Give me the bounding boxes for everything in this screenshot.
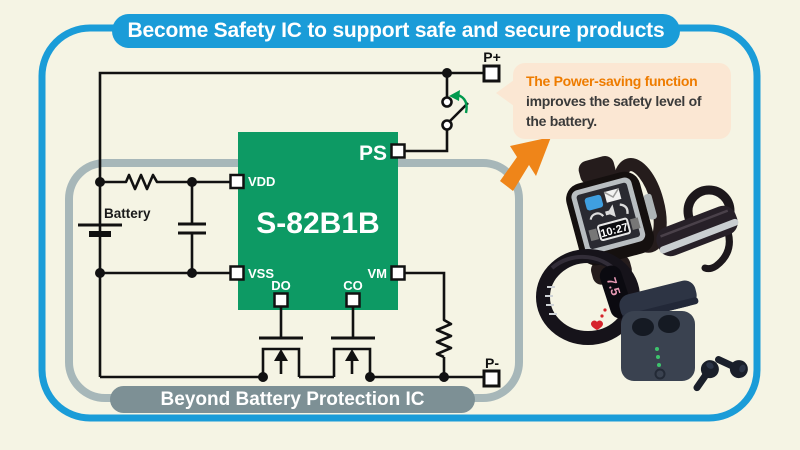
header-banner: Become Safety IC to support safe and sec… [112,14,680,48]
callout-line2: improves the safety level of [526,93,702,109]
pin-label-ps: PS [359,142,387,165]
speaker-icon [605,204,616,217]
p-plus-label: P+ [483,49,501,65]
vdd-pin [229,173,245,190]
capacitor [178,222,206,235]
fitness-band-reading: 7.5 [604,276,624,298]
mail-icon [603,187,622,203]
switch-direction-arrow-icon [449,90,468,114]
junction-dots [95,68,452,382]
header-title: Become Safety IC to support safe and sec… [127,19,665,42]
vss-pin [229,265,245,281]
vm-pin [390,265,406,281]
pin-label-vdd: VDD [248,174,275,189]
wire-vm-branch [404,271,446,377]
callout-line3: the battery. [526,113,597,129]
wire-switch-to-ps [404,130,449,153]
callout-bubble: The Power-saving function improves the s… [513,63,731,139]
callout-line1: The Power-saving function [526,73,698,89]
pin-label-do: DO [271,278,291,293]
chat-icon [584,194,604,211]
pin-label-vm: VM [368,266,388,281]
orange-arrow-icon [500,137,551,191]
battery-label: Battery [104,206,151,221]
heart-icon [591,308,607,330]
p-minus-terminal [482,369,501,388]
headphones-icon [589,212,605,220]
power-saving-switch [441,96,469,131]
callout-tail [496,80,514,106]
pin-label-co: CO [343,278,363,293]
vm-resistor [435,317,453,359]
pin-label-vss: VSS [248,266,274,281]
do-pin [273,292,289,308]
mosfet-co [331,306,375,377]
bluetooth-headset-illustration [656,185,739,273]
p-minus-label: P- [485,355,499,371]
earbud-left [693,360,719,392]
chip-pin-squares [229,143,406,308]
footer-badge: Beyond Battery Protection IC [110,386,475,413]
p-plus-terminal [482,64,501,83]
phone-icon [619,203,629,214]
chip-label: S-82B1B [256,207,379,240]
ic-chip-body [238,132,398,310]
battery-symbol [78,223,122,237]
series-resistor [123,173,160,191]
footer-badge-label: Beyond Battery Protection IC [160,388,425,410]
ps-pin [390,143,406,159]
earbuds-case-illustration [619,280,748,392]
earbud-right [714,356,748,379]
co-pin [345,292,361,308]
smartwatch-illustration: 10:27 [566,155,667,285]
mosfet-do [259,306,303,377]
case-led-lights [655,347,661,367]
